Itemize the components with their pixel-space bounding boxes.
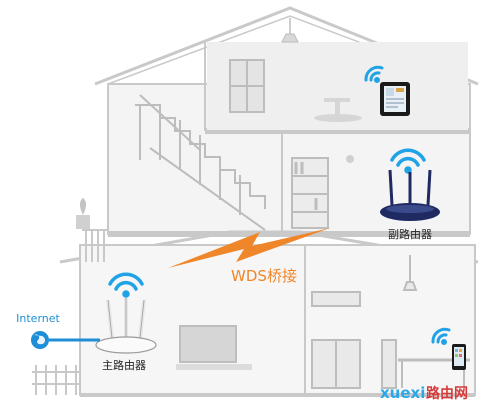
side-railing — [82, 229, 108, 262]
watermark: xuexi 路由网 — [380, 384, 468, 401]
tablet-icon — [380, 82, 410, 116]
attic-lamp — [281, 18, 299, 43]
bookshelf — [291, 157, 329, 229]
svg-text:路由网: 路由网 — [426, 385, 468, 401]
attic-window — [229, 59, 265, 113]
staircase — [135, 94, 266, 231]
wall-clock — [346, 155, 354, 163]
main-router — [95, 298, 157, 354]
globe-icon — [31, 331, 49, 349]
phone-icon — [452, 344, 466, 370]
attic-table — [314, 98, 362, 122]
sub-router — [380, 169, 440, 221]
tv-set — [176, 325, 252, 370]
lightning-icon — [168, 228, 330, 268]
kitchen — [311, 255, 470, 389]
sub-router-label: 副路由器 — [388, 227, 432, 241]
svg-text:xuexi: xuexi — [380, 384, 425, 401]
wifi-icon — [108, 272, 144, 298]
plant — [76, 198, 90, 229]
internet-label: Internet — [16, 312, 60, 325]
fence — [32, 365, 80, 395]
wifi-icon — [364, 65, 384, 83]
wds-bridge-label: WDS桥接 — [231, 267, 297, 285]
main-router-label: 主路由器 — [102, 358, 146, 372]
wifi-icon — [390, 148, 426, 174]
wifi-icon — [431, 327, 451, 345]
